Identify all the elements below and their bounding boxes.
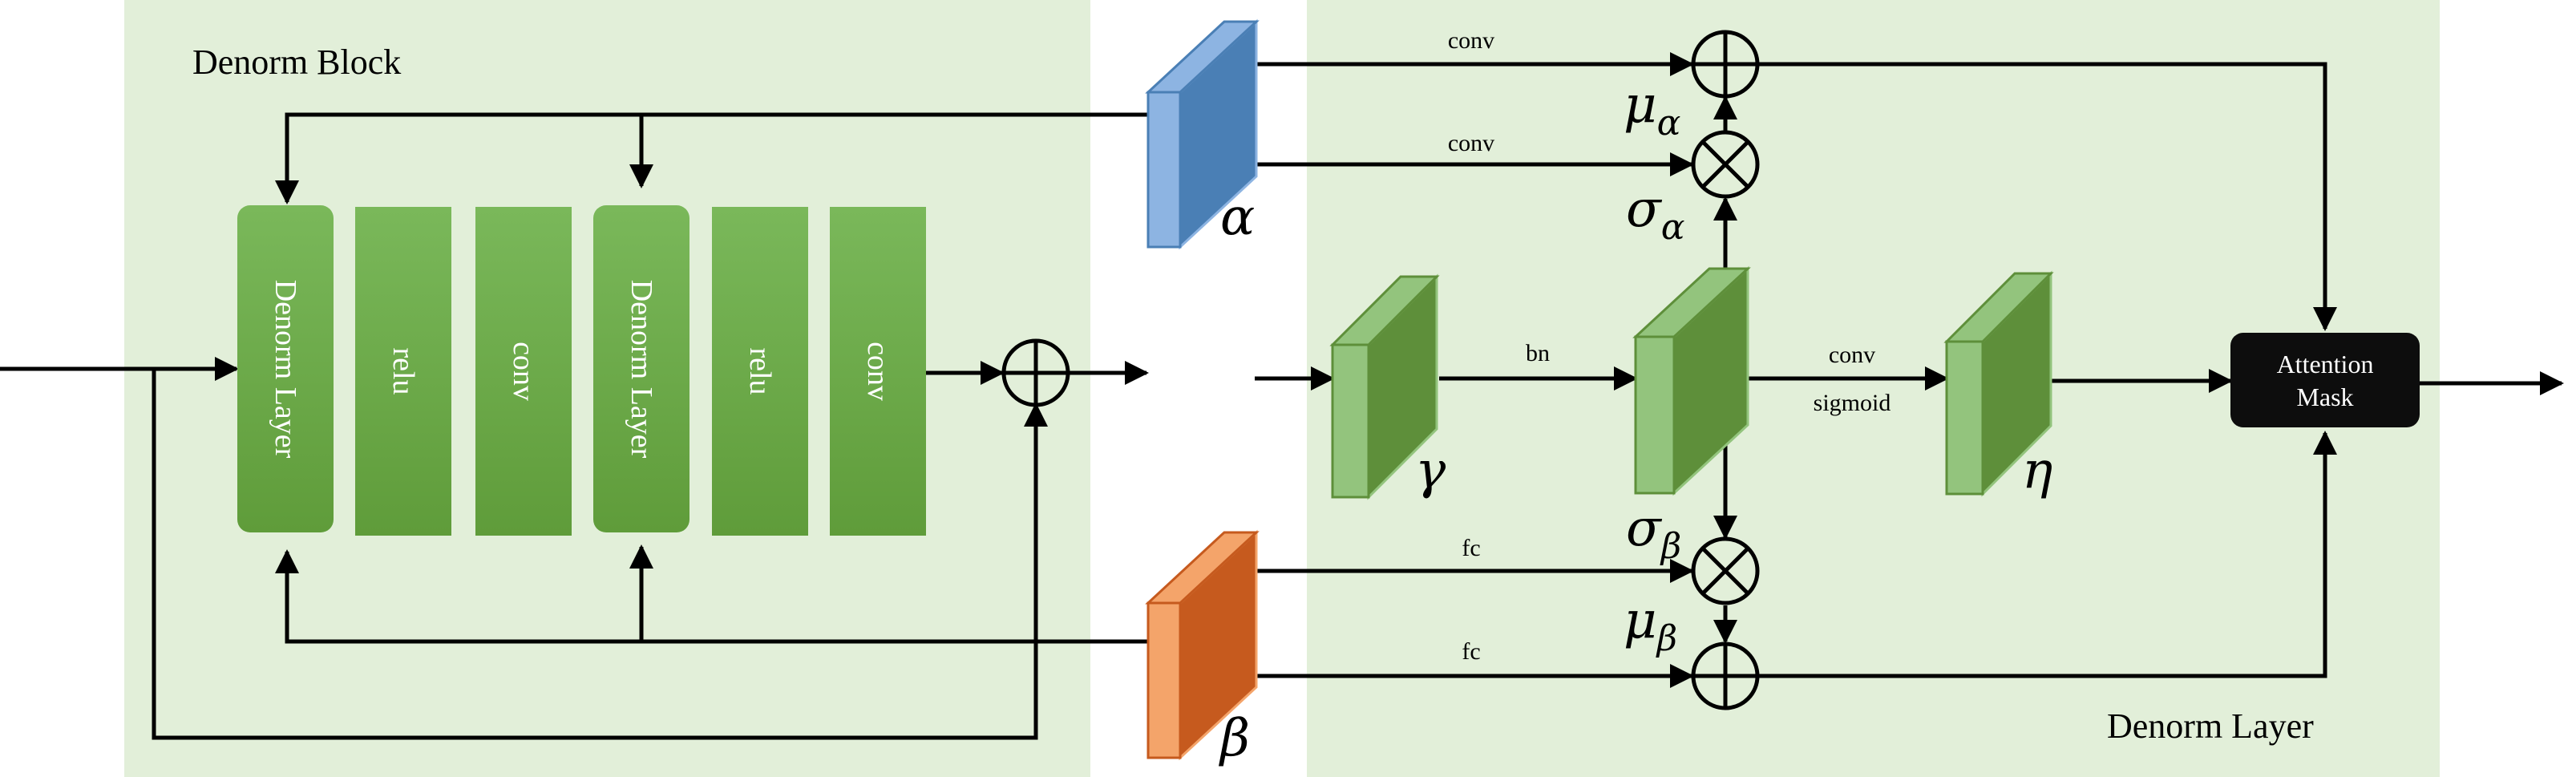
beta-cube [1145, 529, 1260, 761]
denorm-block-title: Denorm Block [192, 42, 401, 82]
attention-mask-line1: Attention [2277, 350, 2374, 378]
mid-cube [1632, 265, 1751, 496]
mu-alpha-circle-plus-icon [1691, 30, 1760, 99]
sigmoid-label: sigmoid [1814, 390, 1891, 416]
attention-mask-line2: Mask [2296, 382, 2353, 411]
conv-right-label: conv [1829, 342, 1875, 368]
gamma-label: γ [1415, 441, 1446, 500]
block-label-relu-2: relu [743, 347, 777, 395]
processing-blocks: Denorm Layer relu conv Denorm Layer relu conv [237, 205, 926, 536]
sigma-beta-circle-times-icon [1691, 536, 1760, 605]
block-label-denorm-layer-2: Denorm Layer [625, 280, 658, 459]
block-label-denorm-layer-1: Denorm Layer [269, 280, 302, 459]
block-denorm-layer-1: Denorm Layer [237, 205, 334, 532]
conv-mid-label: conv [1448, 130, 1494, 156]
block-label-conv-2: conv [861, 342, 895, 401]
alpha-cube [1145, 18, 1260, 250]
eta-label: η [2022, 441, 2052, 500]
feature-cubes [1145, 18, 2054, 761]
conv-top-label: conv [1448, 27, 1494, 54]
left-connectors [0, 112, 1149, 740]
block-conv-1: conv [475, 207, 572, 536]
denorm-layer-title: Denorm Layer [2107, 706, 2314, 746]
residual-circle-plus-icon [1001, 338, 1070, 407]
attention-mask-box [2230, 333, 2420, 427]
mu-alpha-label: μα [1624, 75, 1680, 144]
operators [1001, 30, 1760, 710]
sigma-alpha-label: σα [1626, 180, 1684, 248]
block-relu-2: relu [712, 207, 808, 536]
block-label-conv-1: conv [507, 342, 540, 401]
alpha-label: α [1220, 188, 1255, 247]
fc-top-label: fc [1462, 535, 1480, 561]
block-conv-2: conv [830, 207, 926, 536]
mu-beta-label: μβ [1624, 591, 1677, 659]
fc-bottom-label: fc [1462, 638, 1480, 665]
mu-beta-circle-plus-icon [1691, 641, 1760, 710]
sigma-alpha-circle-times-icon [1691, 130, 1760, 199]
block-label-relu-1: relu [386, 347, 420, 395]
block-relu-1: relu [355, 207, 451, 536]
beta-label: β [1219, 709, 1250, 768]
gamma-cube [1329, 273, 1440, 500]
sigma-beta-label: σβ [1626, 499, 1681, 567]
eta-cube [1943, 270, 2054, 497]
block-denorm-layer-2: Denorm Layer [593, 205, 689, 532]
bn-label: bn [1526, 340, 1550, 366]
right-connectors [1255, 52, 2564, 688]
